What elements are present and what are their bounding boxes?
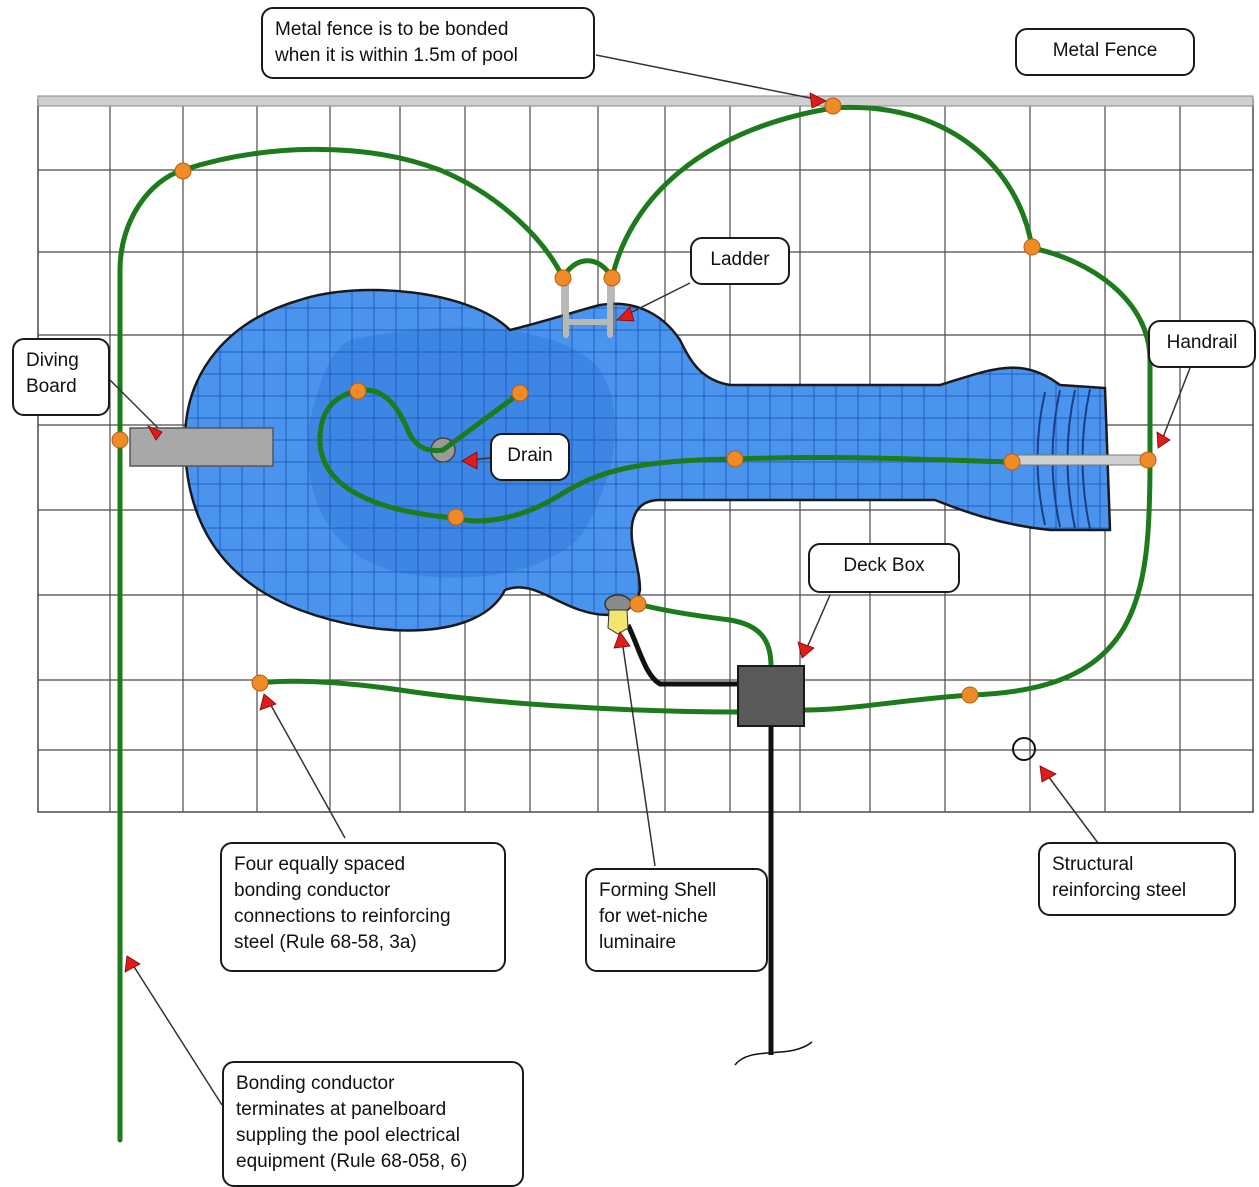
leader-lines [109, 54, 1191, 1106]
metal-fence-callout: Metal Fence [1015, 28, 1195, 76]
bonding-terminates-callout: Bonding conductor terminates at panelboa… [222, 1061, 524, 1187]
structural-steel-ring [1012, 737, 1036, 761]
ladder-callout: Ladder [690, 237, 790, 285]
handrail [1011, 454, 1151, 466]
pointer-arrows [124, 92, 1171, 973]
diving-board [129, 427, 274, 467]
ladder [563, 279, 613, 338]
conduit [625, 623, 774, 1055]
bonding-conductor [117, 104, 1153, 1143]
handrail-callout: Handrail [1148, 320, 1256, 368]
deck-box [737, 665, 805, 727]
forming-shell [604, 594, 632, 635]
four-connections-callout: Four equally spaced bonding conductor co… [220, 842, 506, 972]
deck-box-callout: Deck Box [808, 543, 960, 593]
metal-fence-bonding-callout: Metal fence is to be bonded when it is w… [261, 7, 595, 79]
structural-steel-callout: Structural reinforcing steel [1038, 842, 1236, 916]
metal-fence-bar [37, 95, 1254, 107]
drain-callout: Drain [490, 433, 570, 481]
connection-points [111, 97, 1157, 704]
forming-shell-callout: Forming Shell for wet-niche luminaire [585, 868, 768, 972]
diving-board-callout: Diving Board [12, 338, 110, 416]
